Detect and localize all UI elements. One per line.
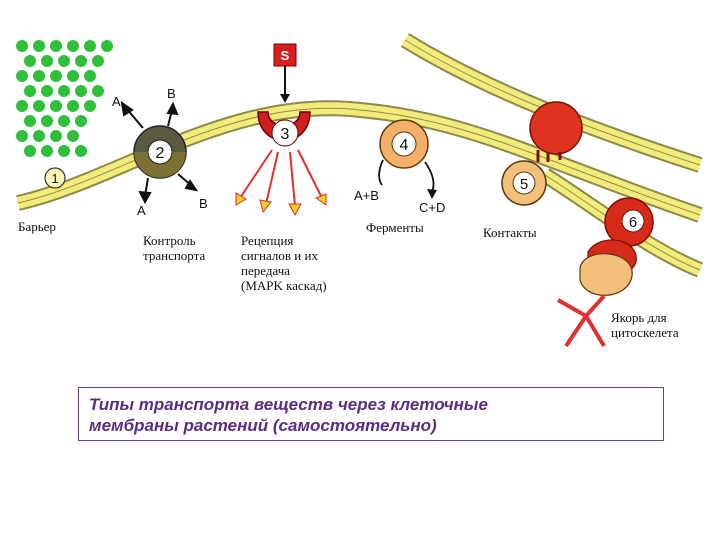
svg-text:6: 6 xyxy=(629,214,637,231)
barrier-particle xyxy=(50,40,62,52)
barrier-particle xyxy=(33,130,45,142)
label-barrier: Барьер xyxy=(18,219,56,234)
label-b-top: B xyxy=(167,86,176,101)
barrier-particle xyxy=(33,100,45,112)
barrier-particle xyxy=(67,130,79,142)
caption-box: Типы транспорта веществ через клеточные … xyxy=(78,387,664,441)
barrier-particle xyxy=(75,55,87,67)
barrier-particle xyxy=(92,55,104,67)
transport-channel: 2 xyxy=(133,125,187,179)
barrier-particle xyxy=(33,40,45,52)
barrier-particles xyxy=(16,40,113,157)
barrier-particle xyxy=(58,55,70,67)
barrier-particle xyxy=(41,145,53,157)
barrier-particle xyxy=(33,70,45,82)
svg-text:3: 3 xyxy=(281,126,290,143)
barrier-particle xyxy=(58,115,70,127)
marker-1: 1 xyxy=(44,167,66,189)
barrier-particle xyxy=(92,85,104,97)
barrier-particle xyxy=(84,40,96,52)
barrier-particle xyxy=(24,55,36,67)
cell-membrane-upper xyxy=(400,33,703,173)
label-enzymes: Ферменты xyxy=(366,220,424,235)
caption-text: Типы транспорта веществ через клеточные … xyxy=(89,395,488,435)
barrier-particle xyxy=(84,70,96,82)
barrier-particle xyxy=(16,70,28,82)
barrier-particle xyxy=(58,145,70,157)
anchor-protein: 6 xyxy=(557,197,654,348)
barrier-particle xyxy=(75,115,87,127)
label-signal-reception: Рецепция сигналов и их передача (MAPK ка… xyxy=(241,233,327,293)
svg-text:1: 1 xyxy=(51,171,58,186)
signal-ligand: S xyxy=(273,43,297,103)
barrier-particle xyxy=(84,100,96,112)
svg-text:4: 4 xyxy=(400,137,409,154)
svg-text:2: 2 xyxy=(156,145,165,162)
barrier-particle xyxy=(67,100,79,112)
barrier-particle xyxy=(16,100,28,112)
barrier-particle xyxy=(24,145,36,157)
label-cytoskeleton-anchor: Якорь для цитоскелета xyxy=(611,310,679,340)
label-b-bottom: B xyxy=(199,196,208,211)
barrier-particle xyxy=(67,70,79,82)
barrier-particle xyxy=(24,85,36,97)
label-a-top: A xyxy=(112,94,121,109)
barrier-particle xyxy=(67,40,79,52)
barrier-particle xyxy=(50,100,62,112)
barrier-particle xyxy=(50,70,62,82)
barrier-particle xyxy=(101,40,113,52)
label-contacts: Контакты xyxy=(483,225,537,240)
barrier-particle xyxy=(50,130,62,142)
svg-text:S: S xyxy=(281,48,290,63)
enzyme: 4 xyxy=(378,119,437,199)
label-substrate: A+B xyxy=(354,188,379,203)
cell-membrane-main xyxy=(16,100,703,223)
barrier-particle xyxy=(58,85,70,97)
barrier-particle xyxy=(75,145,87,157)
contact-protein: 5 xyxy=(501,101,583,206)
label-a-bottom: A xyxy=(137,203,146,218)
barrier-particle xyxy=(41,55,53,67)
svg-text:5: 5 xyxy=(520,176,528,193)
barrier-particle xyxy=(24,115,36,127)
barrier-particle xyxy=(41,85,53,97)
signal-arrows xyxy=(235,149,327,217)
barrier-particle xyxy=(16,40,28,52)
barrier-particle xyxy=(75,85,87,97)
transport-arrows xyxy=(120,100,199,205)
label-transport-control: Контроль транспорта xyxy=(143,233,206,263)
barrier-particle xyxy=(16,130,28,142)
receptor: 3 xyxy=(257,111,311,147)
barrier-particle xyxy=(41,115,53,127)
label-product: C+D xyxy=(419,200,445,215)
